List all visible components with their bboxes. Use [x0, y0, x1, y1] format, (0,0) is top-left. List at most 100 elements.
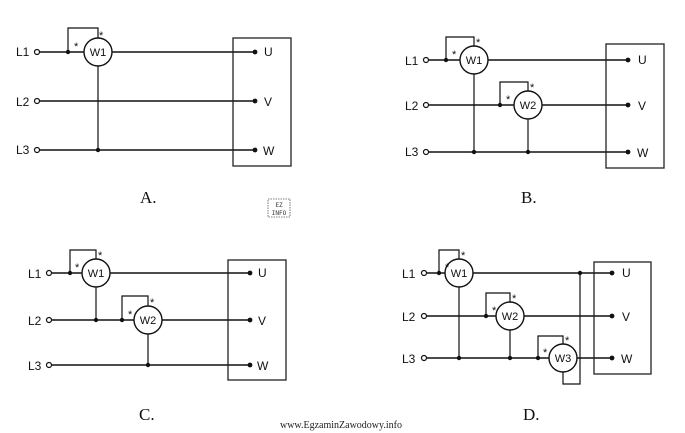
wattmeter-w2	[495, 301, 525, 331]
node-dot	[93, 317, 99, 323]
wattmeter-label: W2	[140, 315, 157, 327]
current-coil-loop	[121, 295, 149, 320]
current-coil-loop	[438, 249, 460, 273]
load-box	[232, 37, 292, 167]
wattmeter-label: W1	[451, 268, 468, 280]
terminal-l2	[45, 316, 53, 324]
star-marker: *	[461, 250, 466, 262]
ezinfo-logo: EZ INFO	[267, 198, 291, 218]
line-label-l2: L2	[16, 95, 30, 109]
wattmeter-w1	[444, 258, 474, 288]
node-dot	[525, 149, 531, 155]
footer-url: www.EgzaminZawodowy.info	[280, 420, 402, 431]
wattmeter-label: W1	[88, 268, 105, 280]
line-label-l1: L1	[402, 267, 416, 281]
wattmeter-label: W1	[466, 55, 483, 67]
line-label-l3: L3	[405, 145, 419, 159]
logo-frame	[267, 198, 291, 218]
load-box	[593, 261, 652, 375]
star-marker: *	[565, 335, 570, 347]
phase-label-u: U	[258, 266, 267, 280]
line-label-l2: L2	[402, 310, 416, 324]
phase-label-v: V	[264, 95, 272, 109]
load-terminal-u	[625, 57, 631, 63]
wattmeter-w2	[133, 305, 163, 335]
star-marker: *	[476, 37, 481, 49]
load-terminal-v	[252, 98, 258, 104]
load-box	[227, 259, 287, 381]
voltage-coil-wire	[562, 273, 581, 385]
node-dot	[443, 57, 449, 63]
line-label-l2: L2	[405, 99, 419, 113]
load-terminal-w	[609, 355, 615, 361]
line-label-l3: L3	[16, 143, 30, 157]
star-marker: *	[512, 293, 517, 305]
phase-label-v: V	[622, 310, 630, 324]
wattmeter-label: W3	[555, 353, 572, 365]
node-dot	[456, 355, 462, 361]
star-marker: *	[75, 262, 80, 274]
star-marker: *	[452, 49, 457, 61]
current-coil-loop	[537, 335, 564, 358]
line-label-l3: L3	[28, 359, 42, 373]
wattmeter-label: W1	[90, 47, 107, 59]
star-marker: *	[506, 94, 511, 106]
line-label-l1: L1	[28, 267, 42, 281]
current-coil-loop	[67, 27, 99, 52]
terminal-l2	[422, 101, 430, 109]
load-terminal-u	[609, 270, 615, 276]
phase-label-w: W	[621, 352, 633, 366]
line-label-l1: L1	[16, 45, 30, 59]
current-coil-loop	[445, 36, 475, 60]
node-dot	[145, 362, 151, 368]
diagram-c: L1 L2 L3 W1 W2 * * * * U V W C.	[28, 249, 287, 424]
node-dot	[497, 102, 503, 108]
star-marker: *	[99, 30, 104, 42]
current-coil-loop	[69, 249, 97, 273]
phase-label-u: U	[638, 53, 647, 67]
load-terminal-v	[247, 317, 253, 323]
node-dot	[436, 270, 442, 276]
load-terminal-w	[625, 149, 631, 155]
wattmeter-label: W2	[502, 311, 519, 323]
option-label-b: B.	[521, 188, 537, 207]
terminal-l3	[422, 148, 430, 156]
option-label-a: A.	[140, 188, 157, 207]
diagram-b: L1 L2 L3 W1 W2 * * * * U V W B.	[405, 36, 665, 207]
phase-label-v: V	[638, 99, 646, 113]
node-dot	[471, 149, 477, 155]
load-terminal-u	[252, 49, 258, 55]
load-box	[605, 43, 665, 169]
terminal-l3	[45, 361, 53, 369]
phase-label-w: W	[637, 146, 649, 160]
diagram-a: L1 L2 L3 W1 * * U V W A.	[16, 27, 292, 207]
node-dot	[535, 355, 541, 361]
logo-text-bottom: INFO	[272, 210, 287, 217]
star-marker: *	[543, 347, 548, 359]
phase-label-w: W	[263, 144, 275, 158]
terminal-l1	[422, 56, 430, 64]
phase-label-u: U	[622, 266, 631, 280]
terminal-l2	[420, 312, 428, 320]
star-marker: *	[74, 41, 79, 53]
wattmeter-label: W2	[520, 100, 537, 112]
node-dot	[65, 49, 71, 55]
line-label-l1: L1	[405, 54, 419, 68]
node-dot	[507, 355, 513, 361]
terminal-l2	[33, 97, 41, 105]
wattmeter-w1	[459, 45, 489, 75]
load-terminal-v	[625, 102, 631, 108]
terminal-l1	[45, 269, 53, 277]
wattmeter-w1	[81, 258, 111, 288]
wattmeter-w3	[548, 343, 578, 373]
node-dot	[95, 147, 101, 153]
terminal-l3	[420, 354, 428, 362]
load-terminal-w	[247, 362, 253, 368]
wattmeter-w1	[83, 37, 113, 67]
diagram-d: L1 L2 L3 W1 W2 W3 * * * * * *	[402, 249, 652, 424]
terminal-l3	[33, 146, 41, 154]
node-dot	[577, 270, 583, 276]
node-dot	[483, 313, 489, 319]
load-terminal-w	[252, 147, 258, 153]
